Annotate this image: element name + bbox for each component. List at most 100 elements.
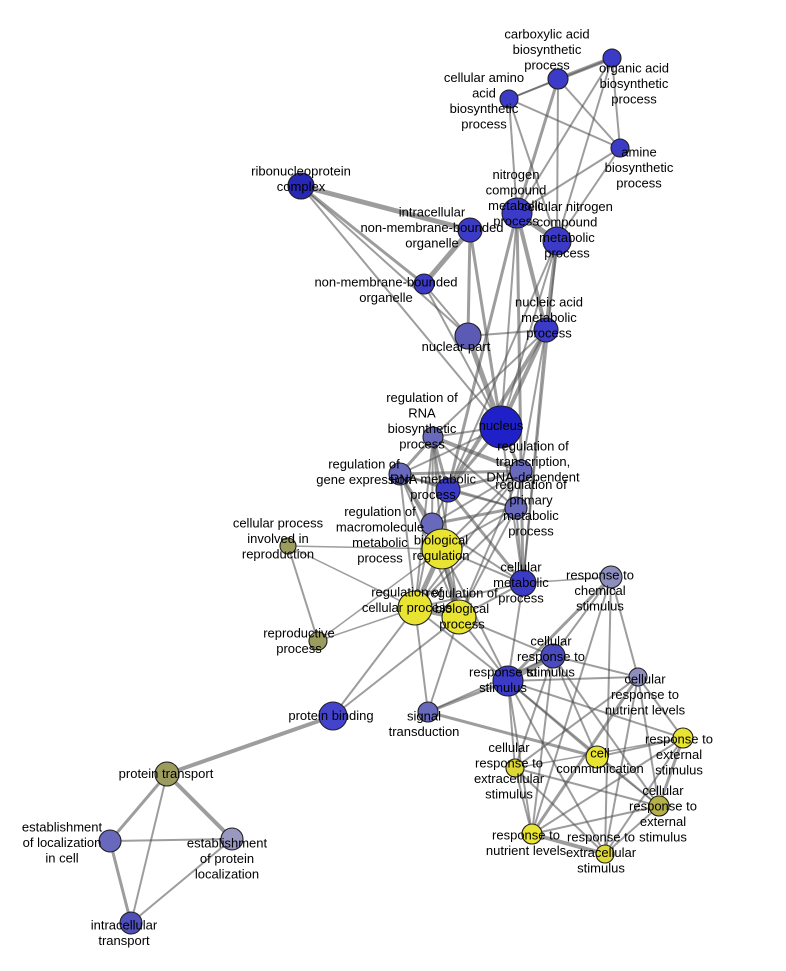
node-oa[interactable]: [602, 48, 622, 68]
node-br[interactable]: [421, 528, 463, 570]
edge-inmbo-nuc: [468, 228, 503, 429]
edge-ca-ncm: [515, 77, 560, 215]
edge-rnl-cres: [514, 767, 533, 835]
node-cmp[interactable]: [509, 569, 537, 597]
edge-rcp-cpir: [287, 545, 416, 609]
node-rpmp[interactable]: [504, 496, 528, 520]
edge-cmp-rs: [507, 582, 524, 682]
edge-rs-crnl: [507, 676, 639, 682]
edge-rs-rextr: [507, 680, 606, 855]
edge-crs-crnl: [552, 655, 639, 678]
node-rge[interactable]: [388, 462, 412, 486]
edge-epl-it: [130, 838, 233, 924]
edge-rmp-cmp: [446, 488, 525, 585]
node-cres[interactable]: [505, 758, 525, 778]
edge-rextr-cres: [514, 767, 606, 855]
node-rextr[interactable]: [595, 844, 615, 864]
edge-cc-st: [426, 710, 599, 759]
edge-crs-rcsc: [552, 576, 612, 657]
node-ncm[interactable]: [501, 197, 533, 229]
edge-rtdd-rge: [398, 469, 523, 476]
edge-pt-elc: [108, 772, 169, 843]
edge-crnl-res: [637, 676, 684, 739]
node-np[interactable]: [454, 322, 482, 350]
edge-crs-rnl: [531, 655, 554, 835]
edge-rextr-res: [604, 737, 684, 855]
node-cc[interactable]: [585, 745, 609, 769]
edge-nmbo-nuc: [423, 283, 502, 428]
node-crs[interactable]: [540, 643, 566, 669]
node-rnl[interactable]: [521, 823, 543, 845]
node-crnl[interactable]: [628, 667, 648, 687]
edge-crs-cc: [552, 655, 598, 758]
edge-nam-rtdd: [520, 329, 547, 472]
edge-rcsc-crnl: [610, 576, 639, 678]
edge-rs-rnl: [507, 680, 533, 835]
edge-rcsc-rextr: [604, 576, 612, 855]
node-inmbo[interactable]: [457, 217, 483, 243]
node-rmp[interactable]: [435, 477, 461, 503]
node-pb[interactable]: [318, 701, 348, 731]
edge-rextr-crext: [604, 805, 660, 855]
node-rcsc[interactable]: [599, 565, 623, 589]
edge-cc-crext: [596, 756, 660, 807]
node-aa[interactable]: [499, 89, 519, 109]
edge-aa-cncm: [508, 98, 558, 242]
edge-elc-it: [108, 839, 133, 925]
edge-rtdd-rmp: [446, 469, 523, 492]
edge-rnp-inmbo: [298, 183, 473, 233]
node-st[interactable]: [417, 701, 439, 723]
edge-res-crext: [657, 736, 685, 808]
edge-rcsc-rnl: [531, 576, 612, 835]
edge-rrbp-rbp: [432, 436, 460, 618]
edge-am-ncm: [516, 147, 621, 214]
edge-rcp-cmp: [414, 582, 524, 609]
node-ca[interactable]: [547, 68, 569, 90]
edge-oa-cncm: [556, 57, 613, 242]
edge-rtdd-rcp: [414, 470, 522, 609]
edge-nam-rrbp: [432, 329, 547, 438]
node-pt[interactable]: [154, 761, 180, 787]
edge-cres-crext: [514, 767, 660, 807]
node-rcp[interactable]: [397, 590, 433, 626]
edge-rcp-rs: [414, 607, 509, 682]
edge-rs-rcsc: [506, 575, 613, 683]
edge-cncm-nuc: [500, 240, 558, 428]
edge-crs-crext: [552, 655, 660, 807]
edge-rrbp-rmmp: [431, 436, 434, 525]
edge-rge-rcp: [399, 473, 416, 609]
node-elc[interactable]: [98, 829, 122, 853]
node-nam[interactable]: [533, 317, 559, 343]
node-nmbo[interactable]: [413, 273, 435, 295]
node-rrbp[interactable]: [422, 426, 444, 448]
node-cncm[interactable]: [542, 226, 572, 256]
node-cpir[interactable]: [279, 537, 297, 555]
edge-ca-am: [557, 78, 621, 149]
node-epl[interactable]: [220, 827, 244, 851]
node-rp[interactable]: [308, 631, 328, 651]
node-rnp[interactable]: [287, 172, 315, 200]
edge-rrbp-rtdd: [431, 435, 523, 473]
edge-rnl-rextr: [530, 832, 607, 856]
node-it[interactable]: [119, 911, 143, 935]
edge-crnl-crext: [637, 676, 660, 807]
edge-elc-epl: [109, 838, 233, 842]
edge-ncm-nuc: [500, 212, 518, 428]
node-rs[interactable]: [492, 665, 524, 697]
node-am[interactable]: [610, 138, 630, 158]
node-crext[interactable]: [648, 795, 670, 817]
edge-rcp-pb: [332, 607, 416, 717]
edge-rcsc-cmp: [522, 576, 612, 584]
node-nuc[interactable]: [479, 405, 523, 449]
edge-ca-cncm: [556, 78, 559, 242]
node-res[interactable]: [672, 727, 694, 749]
node-rtdd[interactable]: [509, 459, 533, 483]
edge-crs-cres: [514, 655, 554, 769]
edge-rpmp-rmmp: [430, 506, 518, 526]
node-rbp[interactable]: [441, 599, 477, 635]
